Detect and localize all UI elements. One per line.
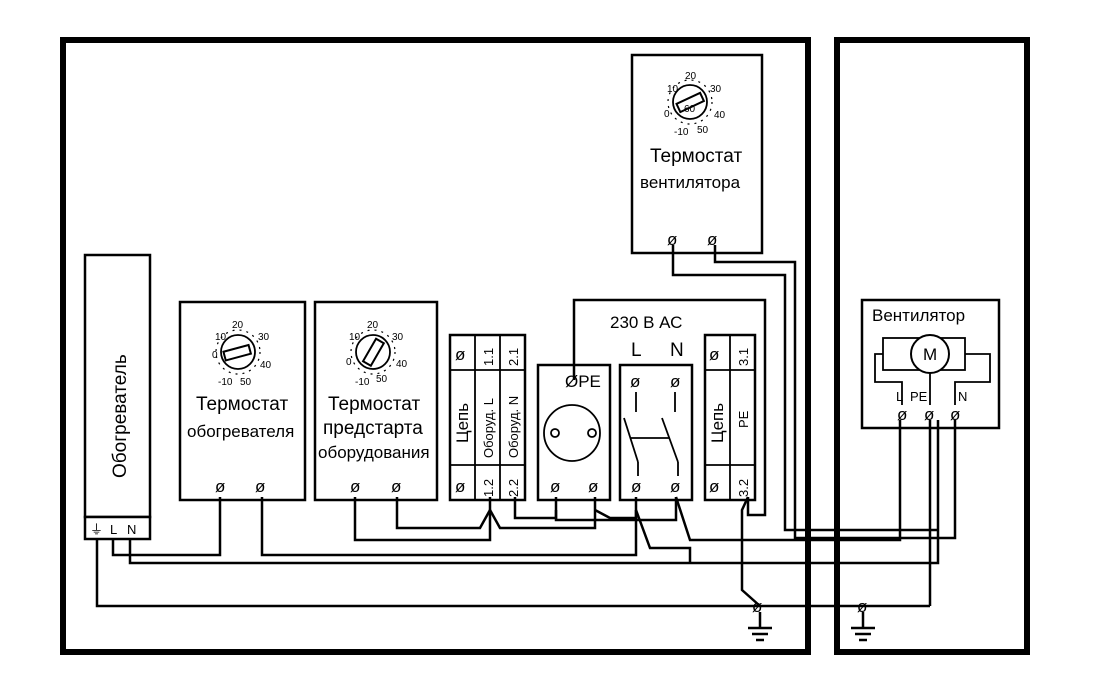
heater-thermostat-label-1: Термостат (196, 394, 288, 415)
prestart-thermostat-terminal-1: ø (350, 477, 360, 496)
dial-tick: 50 (697, 125, 709, 136)
main-switch: 230 В АС L N ø ø ø ø (610, 313, 694, 502)
supply-L: L (631, 340, 642, 361)
switch-top-terminal-1: ø (630, 372, 640, 391)
block1-top-screw: ø (455, 345, 465, 364)
terminal-block-1: ø ø 1.1 2.1 Цепь Оборуд. L Оборуд. N 1.2… (448, 333, 527, 502)
block2-col-2: PE (736, 410, 751, 428)
switch-bottom-terminal-1: ø (631, 477, 641, 496)
fan: Вентилятор M L PE N ø ø ø (860, 298, 1001, 430)
wiring (95, 245, 957, 608)
fan-screw-1: ø (897, 405, 907, 424)
block2-top-screw: ø (709, 345, 719, 364)
supply-N: N (670, 340, 684, 361)
block1-col-1: Цепь (453, 403, 472, 443)
block2-top: 3.1 (736, 348, 751, 366)
supply-label: 230 В АС (610, 313, 682, 332)
dial-tick: -10 (355, 377, 370, 388)
heater-terminal-L: L (110, 522, 117, 537)
block2-bottom-screw: ø (709, 477, 719, 496)
heater-terminal-N: N (127, 522, 136, 537)
socket-terminal-2: ø (588, 477, 598, 496)
fan-label: Вентилятор (872, 306, 965, 325)
block1-col-2: Оборуд. L (481, 398, 496, 458)
dial-tick: 0 (212, 350, 218, 361)
fan-terminal-L: L (896, 389, 903, 404)
dial-tick: -10 (218, 377, 233, 388)
block1-col-3: Оборуд. N (506, 396, 521, 458)
dial-tick: -10 (674, 127, 689, 138)
heater-label: Обогреватель (110, 354, 131, 478)
dial-tick: 50 (240, 377, 252, 388)
dial-tick: 0 (346, 357, 352, 368)
ground-symbol-main: ø (748, 597, 772, 642)
fan-cabinet-frame (834, 37, 1030, 655)
motor-label: M (923, 345, 937, 364)
terminal-block-2: ø ø 3.1 Цепь PE 3.2 (703, 333, 757, 502)
socket-terminal-1: ø (550, 477, 560, 496)
ground-screw-fan: ø (857, 597, 867, 616)
fan-thermostat: -10 0 10 20 30 40 50 60 Термостат вентил… (630, 53, 764, 255)
dial-tick: 30 (710, 84, 722, 95)
heater-thermostat-terminal-1: ø (215, 477, 225, 496)
prestart-thermostat-label-2: предстарта (323, 418, 423, 439)
block1-top-2: 2.1 (506, 348, 521, 366)
dial-tick: 0 (664, 109, 670, 120)
fan-thermostat-terminal-2: ø (707, 230, 717, 249)
dial-tick: 40 (714, 110, 726, 121)
dial-tick: 40 (396, 359, 408, 370)
dial-tick: 50 (376, 374, 388, 385)
dial-tick: 40 (260, 360, 272, 371)
dial-tick: 30 (392, 332, 404, 343)
dial-tick: 60 (684, 104, 696, 115)
block1-bot-2: 2.2 (506, 479, 521, 497)
block1-bottom-screw: ø (455, 477, 465, 496)
heater-terminal-ground: ⏚ (90, 522, 103, 537)
prestart-thermostat: -10 0 10 20 30 40 50 Термостат предстарт… (313, 300, 439, 502)
fan-screw-2: ø (924, 405, 934, 424)
prestart-thermostat-dial: -10 0 10 20 30 40 50 (346, 320, 408, 388)
block1-top-1: 1.1 (481, 348, 496, 366)
dial-tick: 20 (367, 320, 379, 331)
socket: ØPE ø ø (536, 363, 612, 502)
heater-thermostat-label-2: обогревателя (187, 422, 294, 441)
ground-screw-main: ø (752, 597, 762, 616)
switch-top-terminal-2: ø (670, 372, 680, 391)
socket-pe-label: ØPE (565, 372, 601, 391)
fan-terminal-PE: PE (910, 389, 928, 404)
fan-screw-3: ø (950, 405, 960, 424)
switch-bottom-terminal-2: ø (670, 477, 680, 496)
heater-thermostat-dial: -10 0 10 20 30 40 50 (212, 320, 272, 388)
dial-tick: 10 (667, 84, 679, 95)
main-cabinet-frame (60, 37, 811, 655)
heater: Обогреватель ⏚ L N (83, 253, 152, 541)
prestart-thermostat-label-1: Термостат (328, 394, 420, 415)
heater-thermostat: -10 0 10 20 30 40 50 Термостат обогреват… (178, 300, 307, 502)
dial-tick: 10 (215, 332, 227, 343)
block2-col-1: Цепь (708, 403, 727, 443)
dial-tick: 30 (258, 332, 270, 343)
dial-tick: 20 (685, 71, 697, 82)
fan-thermostat-label-2: вентилятора (640, 173, 741, 192)
heater-thermostat-terminal-2: ø (255, 477, 265, 496)
dial-tick: 20 (232, 320, 244, 331)
prestart-thermostat-terminal-2: ø (391, 477, 401, 496)
prestart-thermostat-label-3: оборудования (318, 443, 430, 462)
ground-symbol-fan: ø (851, 597, 875, 642)
fan-terminal-N: N (958, 389, 967, 404)
fan-thermostat-label-1: Термостат (650, 146, 742, 167)
block1-bot-1: 1.2 (481, 479, 496, 497)
fan-thermostat-terminal-1: ø (667, 230, 677, 249)
fan-thermostat-dial: -10 0 10 20 30 40 50 60 (664, 71, 726, 138)
block2-bot: 3.2 (736, 479, 751, 497)
dial-tick: 10 (349, 332, 361, 343)
